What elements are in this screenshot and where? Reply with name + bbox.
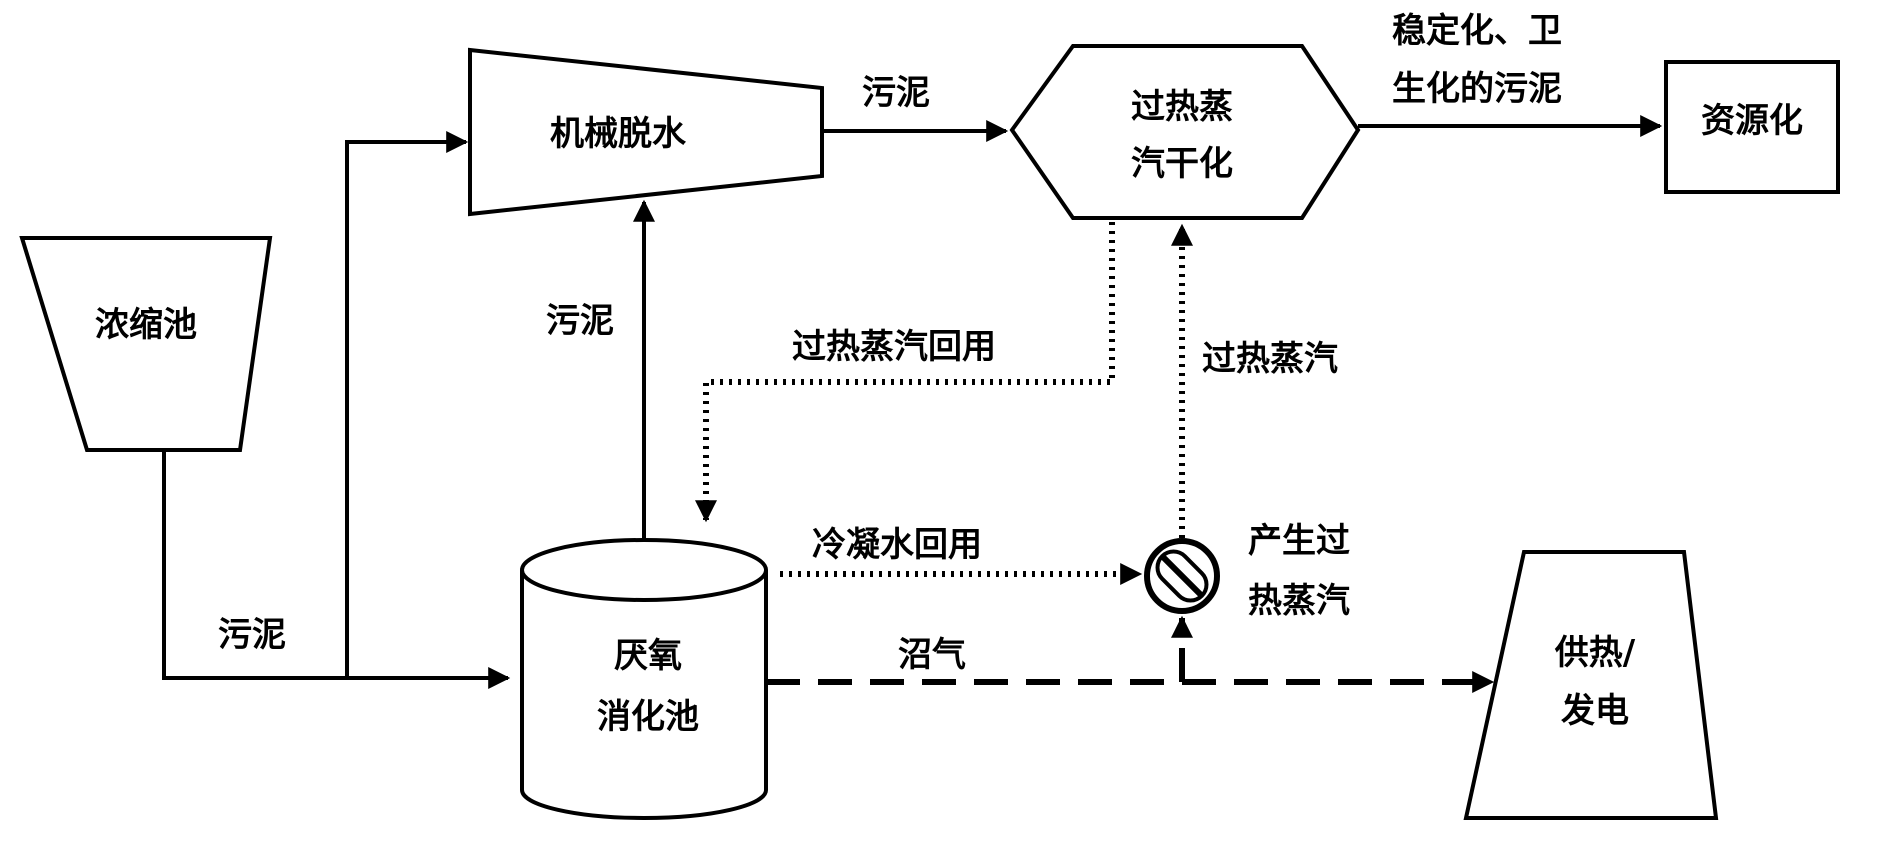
label-reuse-sludge-1: 稳定化、卫 — [1392, 11, 1562, 51]
thickener-shape — [19, 236, 273, 452]
label-digester-sludge: 污泥 — [546, 301, 614, 341]
reuse-box — [1664, 60, 1840, 194]
label-steam-supply: 过热蒸汽 — [1202, 339, 1338, 379]
digester-label-1: 厌氧 — [614, 636, 682, 676]
reuse-label: 资源化 — [1701, 101, 1803, 141]
label-steam-return: 过热蒸汽回用 — [792, 327, 996, 367]
dryer-label-1: 过热蒸 — [1131, 87, 1233, 127]
branch-to-dewatering-line — [345, 131, 469, 678]
label-condensate: 冷凝水回用 — [812, 525, 982, 565]
dryer-shape — [1009, 44, 1361, 220]
dewatering-shape — [468, 47, 824, 217]
steam-generator-label-1: 产生过 — [1248, 521, 1350, 561]
dryer-label-2: 汽干化 — [1131, 144, 1233, 184]
steam-generator-icon — [1144, 538, 1220, 614]
steam-generator-label-2: 热蒸汽 — [1248, 581, 1350, 621]
power-shape — [1463, 550, 1719, 820]
label-dewatering-sludge: 污泥 — [862, 73, 930, 113]
digester-label-2: 消化池 — [597, 697, 699, 737]
thickener-label: 浓缩池 — [95, 305, 197, 345]
digester-shape — [520, 538, 768, 820]
dewatering-label: 机械脱水 — [550, 114, 687, 154]
thickener-to-digester-line — [162, 450, 511, 689]
power-label-1: 供热/ — [1554, 633, 1636, 673]
power-label-2: 发电 — [1561, 691, 1629, 731]
steam-return-line — [695, 222, 1115, 523]
label-reuse-sludge-2: 生化的污泥 — [1392, 69, 1562, 109]
label-thickener-sludge: 污泥 — [218, 615, 286, 655]
label-biogas: 沼气 — [898, 635, 966, 675]
